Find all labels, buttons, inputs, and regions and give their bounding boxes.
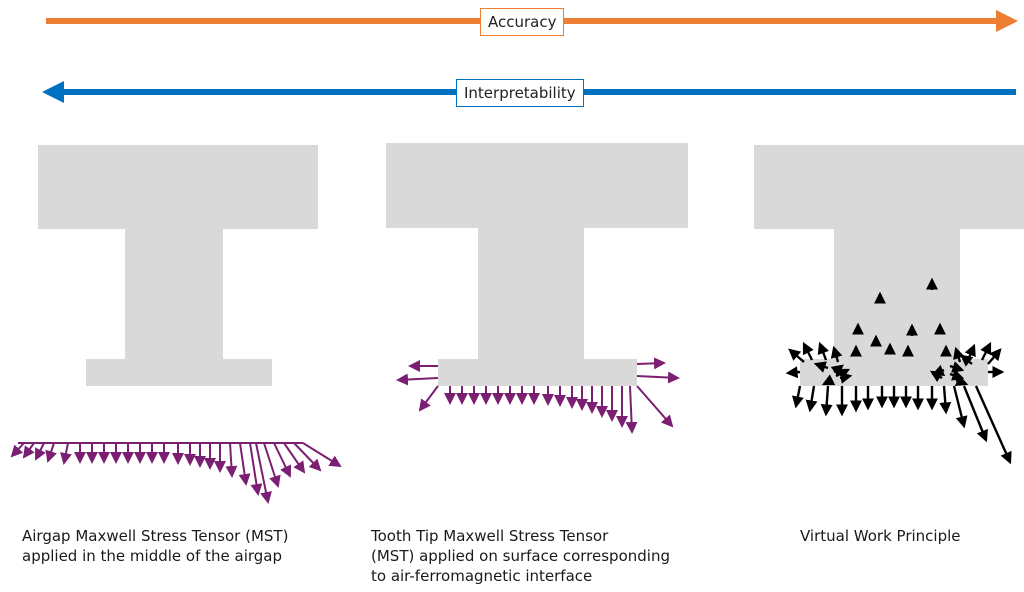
force-vector-arrow (953, 346, 965, 363)
force-vector-arrow (791, 385, 804, 409)
force-vector-arrow (10, 442, 25, 458)
caption-tooth-tip-mst: Tooth Tip Maxwell Stress Tensor (MST) ap… (371, 526, 670, 586)
force-vector-arrow (974, 385, 1012, 465)
force-vector-arrow (636, 385, 674, 428)
force-vector-arrow (802, 341, 814, 361)
force-vector-arrow (255, 442, 272, 504)
force-vector-arrow (821, 374, 836, 386)
force-vector-arrow (636, 357, 666, 370)
force-vector-arrow (839, 371, 853, 384)
force-vector-arrow (636, 371, 680, 384)
caption-airgap-mst-line1: Airgap Maxwell Stress Tensor (MST) (22, 527, 289, 545)
force-vector-arrow (35, 442, 46, 461)
caption-airgap-mst: Airgap Maxwell Stress Tensor (MST) appli… (22, 526, 288, 566)
force-vector-arrow (293, 442, 322, 472)
force-vector-arrow (830, 345, 843, 363)
caption-airgap-mst-line2: applied in the middle of the airgap (22, 547, 283, 565)
force-vector-arrow (785, 366, 801, 379)
airgap-mst-vectors (10, 442, 342, 504)
caption-virtual-work: Virtual Work Principle (800, 526, 961, 546)
force-vector-arrow (249, 442, 263, 496)
interpretability-label: Interpretability (456, 79, 584, 107)
caption-tooth-tip-mst-line1: Tooth Tip Maxwell Stress Tensor (371, 527, 609, 545)
force-vector-arrow (952, 385, 968, 429)
force-vector-arrow (820, 385, 833, 417)
tooth-shape-virtual-work (754, 145, 1024, 386)
force-vector-arrow (302, 442, 342, 468)
tooth-shape-tooth-tip (386, 143, 688, 386)
force-vector-arrow (396, 373, 439, 386)
force-vector-arrow (273, 442, 292, 478)
force-vector-arrow (263, 442, 281, 488)
caption-virtual-work-line1: Virtual Work Principle (800, 527, 961, 545)
force-vector-arrow (962, 385, 988, 443)
force-vector-arrow (805, 385, 818, 413)
force-vector-arrow (625, 385, 638, 434)
force-vector-arrow (60, 442, 72, 465)
force-vector-arrow (45, 442, 57, 463)
force-vector-arrow (283, 442, 306, 474)
force-vector-arrow (987, 348, 1002, 365)
caption-tooth-tip-mst-line3: to air-ferromagnetic interface (371, 567, 593, 585)
tooth-shape-airgap (38, 145, 318, 386)
tooth-tip-mst-vectors (396, 357, 680, 434)
force-vector-arrow (238, 442, 251, 486)
force-vector-arrow (418, 385, 439, 412)
caption-tooth-tip-mst-line2: (MST) applied on surface corresponding (371, 547, 670, 565)
accuracy-label: Accuracy (480, 8, 565, 36)
virtual-work-vectors (785, 277, 1012, 465)
force-vector-arrow (813, 361, 829, 373)
force-vector-arrow (788, 348, 805, 363)
force-vector-arrow (954, 374, 969, 387)
force-vector-arrow (980, 341, 992, 361)
force-vector-arrow (960, 354, 974, 367)
force-vector-arrow (939, 385, 952, 415)
force-vector-arrow (225, 442, 238, 478)
force-vector-arrow (22, 442, 35, 459)
force-vector-arrow (817, 341, 829, 361)
force-vector-arrow (964, 343, 976, 361)
force-vector-arrow (929, 370, 944, 383)
